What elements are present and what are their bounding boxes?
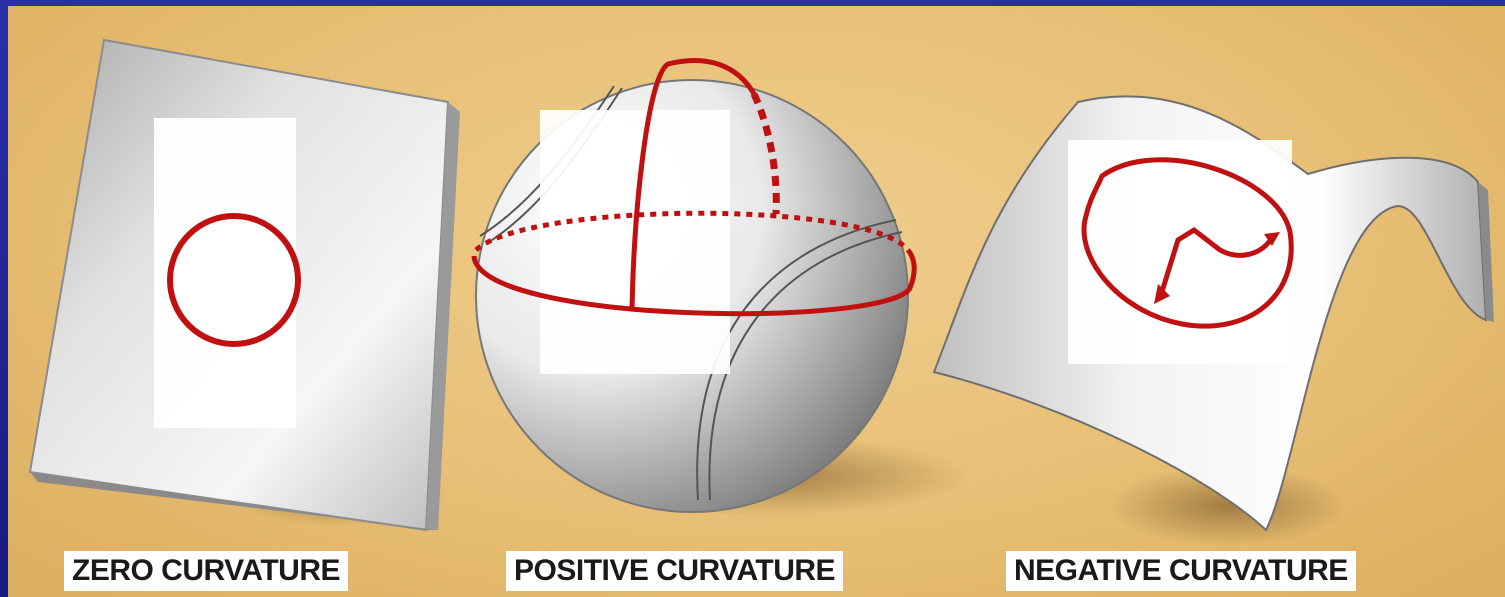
- label-negative-curvature: NEGATIVE CURVATURE: [1006, 551, 1356, 591]
- saddle: [934, 96, 1494, 546]
- flat-plate: [30, 40, 460, 530]
- label-positive-curvature: POSITIVE CURVATURE: [506, 551, 843, 591]
- flat-circle: [170, 216, 298, 344]
- sphere: [474, 61, 968, 516]
- illustration-panel: ZERO CURVATURE POSITIVE CURVATURE NEGATI…: [8, 6, 1505, 597]
- curvature-illustration: [8, 6, 1505, 597]
- label-zero-curvature: ZERO CURVATURE: [64, 551, 348, 591]
